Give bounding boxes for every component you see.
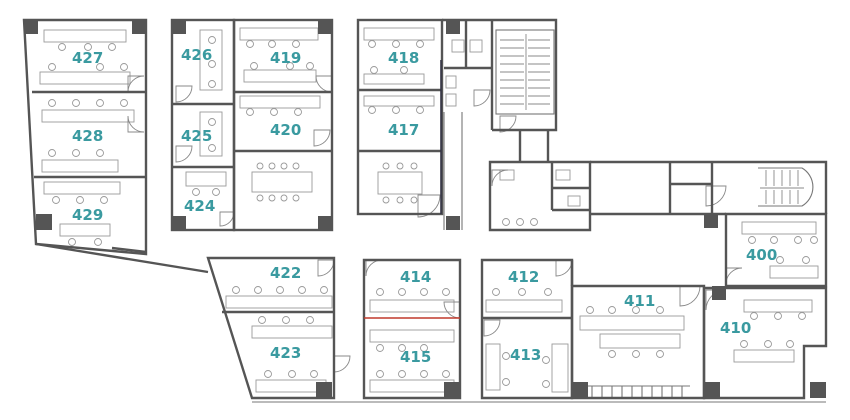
desk-cluster-422 — [225, 286, 333, 309]
outer-wall-west — [22, 18, 148, 256]
desk-cluster-424 — [185, 171, 227, 196]
structural-columns — [24, 20, 826, 398]
desk-cluster-400 — [741, 221, 819, 279]
desk-cluster-419 — [239, 27, 319, 83]
room-label-417: 417 — [388, 121, 419, 139]
desk-cluster-410 — [733, 299, 813, 363]
room-label-410: 410 — [720, 319, 751, 337]
desk-cluster-412 — [485, 288, 563, 313]
room-label-411: 411 — [624, 292, 655, 310]
stair-hatch-411 — [588, 385, 690, 398]
room-labels: 427 428 429 426 425 424 419 420 418 417 … — [72, 46, 777, 366]
desk-cluster-411 — [579, 306, 685, 358]
room-label-427: 427 — [72, 49, 103, 67]
stairwell-north — [495, 29, 555, 115]
room-label-400: 400 — [746, 246, 777, 264]
furniture — [39, 27, 819, 398]
desk-cluster-426 — [199, 29, 223, 91]
room-label-422: 422 — [270, 264, 301, 282]
desk-cluster-428 — [41, 99, 135, 173]
room-label-415: 415 — [400, 348, 431, 366]
desk-cluster-420 — [239, 95, 321, 116]
meeting-table-416 — [377, 162, 423, 204]
room-label-426: 426 — [181, 46, 212, 64]
room-label-418: 418 — [388, 49, 419, 67]
desk-cluster-427 — [39, 29, 131, 85]
meeting-table-421 — [251, 162, 313, 202]
room-label-413: 413 — [510, 346, 541, 364]
room-label-429: 429 — [72, 206, 103, 224]
room-label-425: 425 — [181, 127, 212, 145]
room-label-414: 414 — [400, 268, 431, 286]
room-label-428: 428 — [72, 127, 103, 145]
room-label-423: 423 — [270, 344, 301, 362]
room-label-412: 412 — [508, 268, 539, 286]
walls — [22, 18, 828, 403]
desk-cluster-413 — [485, 343, 569, 393]
desk-cluster-418 — [363, 27, 435, 85]
desk-cluster-429 — [43, 181, 121, 246]
desk-cluster-423 — [251, 316, 333, 393]
room-label-424: 424 — [184, 197, 215, 215]
desk-cluster-415 — [369, 329, 455, 393]
room-label-420: 420 — [270, 121, 301, 139]
room-label-419: 419 — [270, 49, 301, 67]
restroom-fixtures — [445, 39, 581, 226]
desk-cluster-417 — [363, 95, 435, 114]
desk-cluster-414 — [369, 288, 455, 313]
stairwell-east — [758, 167, 814, 207]
desk-cluster-425 — [199, 111, 223, 157]
